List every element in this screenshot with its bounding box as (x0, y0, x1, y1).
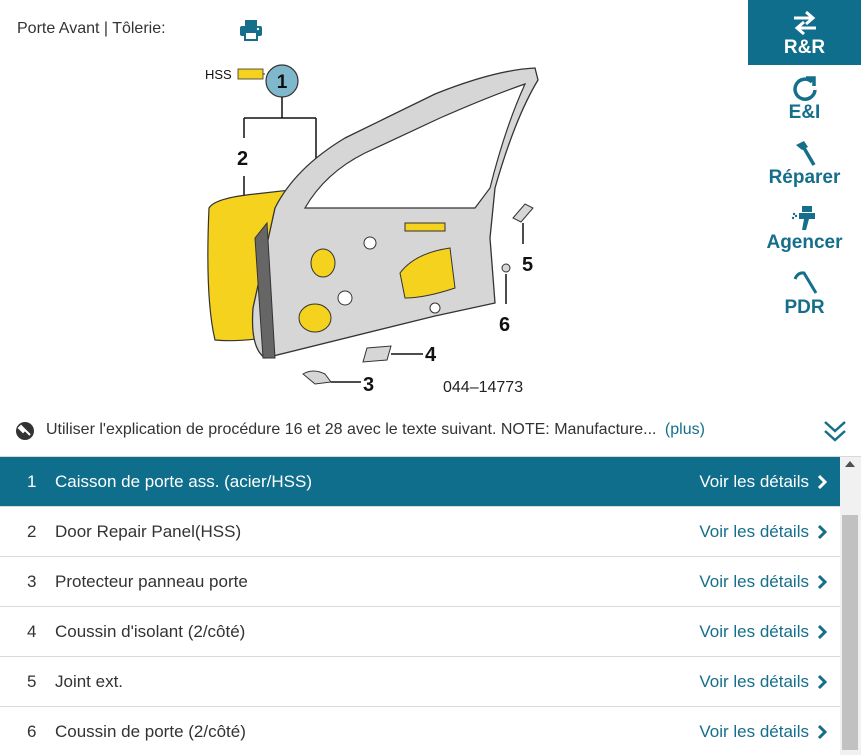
callout-3: 3 (363, 374, 374, 396)
circular-arrow-icon (792, 75, 817, 101)
part-label: Protecteur panneau porte (55, 571, 248, 591)
callout-4: 4 (425, 344, 437, 366)
hss-label: HSS (205, 67, 232, 82)
page-title: Porte Avant | Tôlerie: (17, 20, 166, 37)
part-number: 6 (27, 721, 37, 741)
hss-swatch (237, 68, 264, 80)
part-number: 1 (27, 471, 37, 491)
part-row[interactable]: 1 Caisson de porte ass. (acier/HSS) Voir… (0, 457, 840, 507)
chevron-right-icon (817, 724, 828, 739)
swap-arrows-icon (793, 10, 816, 35)
menu-repair[interactable]: Réparer (748, 130, 861, 195)
scroll-thumb[interactable] (842, 515, 858, 750)
note-text: Utiliser l'explication de procédure 16 e… (46, 421, 657, 438)
part-number: 2 (27, 521, 37, 541)
double-chevron-down-icon[interactable] (821, 417, 849, 445)
operation-menu: R&R E&I Réparer Agencer PDR (748, 0, 861, 325)
part-row[interactable]: 3 Protecteur panneau porte Voir les déta… (0, 557, 840, 607)
part-row[interactable]: 5 Joint ext. Voir les détails (0, 657, 840, 707)
callout-5: 5 (522, 254, 533, 276)
scroll-up-arrow-icon[interactable] (845, 461, 855, 467)
print-icon[interactable] (238, 17, 264, 43)
procedure-note: Utiliser l'explication de procédure 16 e… (0, 415, 861, 447)
part-5-clip (512, 203, 534, 223)
wrench-globe-icon (16, 422, 34, 440)
menu-refinish[interactable]: Agencer (748, 195, 861, 260)
part-number: 5 (27, 671, 37, 691)
figure-code: 044–14773 (443, 379, 523, 396)
callout-6: 6 (499, 314, 510, 336)
chevron-right-icon (817, 524, 828, 539)
part-label: Coussin d'isolant (2/côté) (55, 621, 246, 641)
part-3-protector (302, 370, 332, 385)
chevron-right-icon (817, 674, 828, 689)
view-details-link[interactable]: Voir les détails (699, 722, 840, 742)
parts-diagram: HSS 1 2 5 6 4 3 044–14773 (205, 64, 539, 396)
part-number: 3 (27, 571, 37, 591)
view-details-link[interactable]: Voir les détails (699, 622, 840, 642)
part-label: Coussin de porte (2/côté) (55, 721, 246, 741)
part-number: 4 (27, 621, 37, 641)
hammer-icon (795, 140, 816, 166)
chevron-right-icon (817, 574, 828, 589)
menu-ei[interactable]: E&I (748, 65, 861, 130)
part-4-pad (362, 345, 392, 363)
part-row[interactable]: 6 Coussin de porte (2/côté) Voir les dét… (0, 707, 840, 755)
part-6-grommet (501, 263, 511, 273)
pdr-tool-icon (793, 270, 817, 294)
note-more-link[interactable]: (plus) (664, 421, 705, 438)
view-details-link[interactable]: Voir les détails (699, 472, 840, 492)
view-details-link[interactable]: Voir les détails (699, 572, 840, 592)
part-label: Door Repair Panel(HSS) (55, 521, 242, 541)
parts-list-container: 1 Caisson de porte ass. (acier/HSS) Voir… (0, 456, 861, 755)
part-label: Caisson de porte ass. (acier/HSS) (55, 471, 312, 491)
part-row[interactable]: 4 Coussin d'isolant (2/côté) Voir les dé… (0, 607, 840, 657)
callout-2: 2 (237, 148, 248, 170)
part-row[interactable]: 2 Door Repair Panel(HSS) Voir les détail… (0, 507, 840, 557)
vertical-scrollbar[interactable] (840, 457, 861, 755)
menu-rr[interactable]: R&R (748, 0, 861, 65)
spray-gun-icon (791, 205, 815, 230)
parts-list: 1 Caisson de porte ass. (acier/HSS) Voir… (0, 457, 840, 755)
callout-1: 1 (277, 72, 288, 93)
view-details-link[interactable]: Voir les détails (699, 672, 840, 692)
part-label: Joint ext. (55, 671, 124, 691)
chevron-right-icon (817, 624, 828, 639)
view-details-link[interactable]: Voir les détails (699, 522, 840, 542)
menu-pdr[interactable]: PDR (748, 260, 861, 325)
chevron-right-icon (817, 474, 828, 489)
